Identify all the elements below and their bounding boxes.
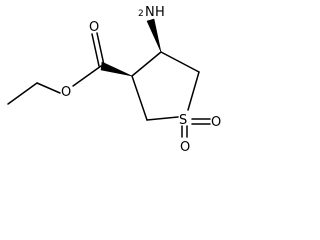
bond-c2-c3 (131, 75, 148, 121)
atom-label-carbonyl-o: O (89, 20, 99, 35)
atom-label-ring-s: S (179, 113, 187, 128)
bond-carbonyl-double-2 (96, 32, 105, 66)
wedge-bond-c4-n (146, 18, 162, 53)
atom-label-ether-o: O (61, 85, 71, 100)
bond-c3-c4 (131, 51, 162, 77)
bond-c4-c5 (160, 51, 200, 73)
bond-carbonyl-ether-o (72, 65, 102, 87)
atom-label-amino-h: H (155, 5, 165, 20)
atom-label-sulfonyl-o-right: O (211, 115, 221, 130)
wedge-bond-c3-carbonyl (100, 61, 133, 77)
bond-carbonyl-double-1 (91, 33, 100, 67)
bond-ether-o-ch2 (36, 82, 61, 94)
atom-label-amino-n: N (145, 5, 155, 20)
molecule-structure: N H 2 O O S O O (7, 5, 221, 155)
bond-c5-s (187, 71, 200, 111)
bond-ch2-ch3 (7, 82, 38, 105)
atom-label-sulfonyl-o-down: O (180, 140, 190, 155)
atom-label-amino-h-count: 2 (138, 9, 144, 19)
bond-s-c2 (146, 116, 179, 121)
